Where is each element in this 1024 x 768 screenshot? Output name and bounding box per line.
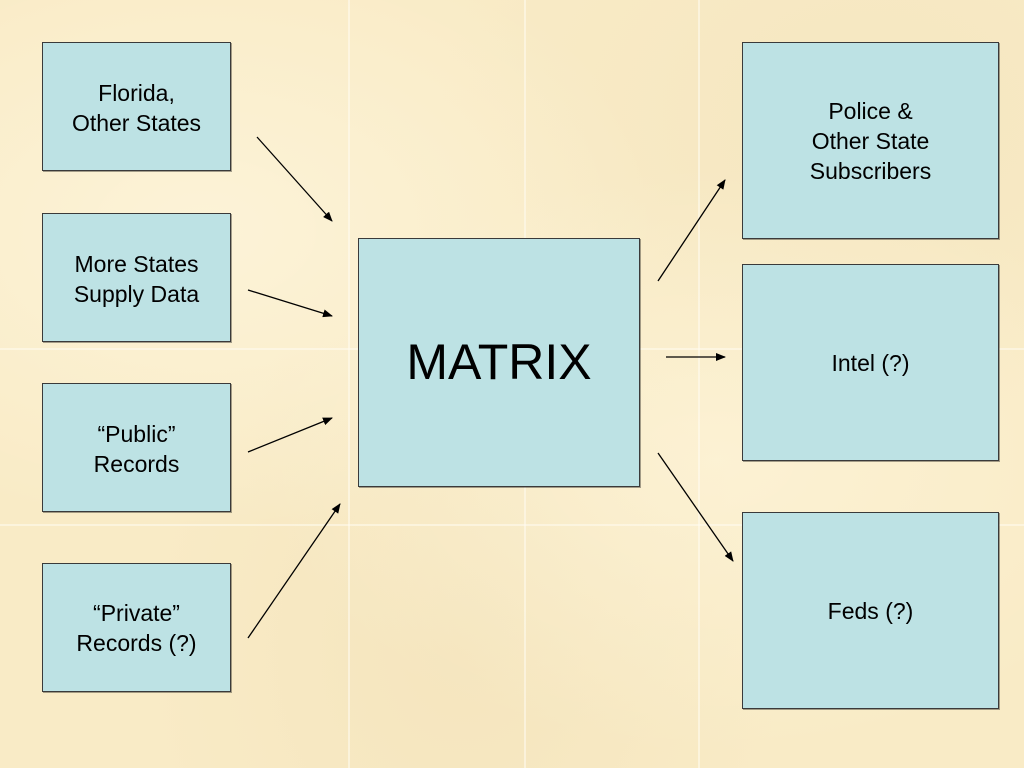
destination-label: Intel (?) xyxy=(831,350,910,376)
arrow-matrix-to-feds xyxy=(657,452,734,562)
matrix-label: MATRIX xyxy=(406,334,592,390)
source-box-public-records: “Public” Records xyxy=(42,383,231,512)
background-seam xyxy=(698,0,700,768)
destination-label: Feds (?) xyxy=(827,598,914,624)
source-box-more-states: More States Supply Data xyxy=(42,213,231,342)
source-label: More States Supply Data xyxy=(73,251,200,307)
source-label: “Public” Records xyxy=(93,421,180,477)
arrow-matrix-to-police xyxy=(657,179,726,282)
background-seam xyxy=(348,0,350,768)
source-label: Florida, Other States xyxy=(71,80,202,136)
arrow-florida-to-matrix xyxy=(256,136,333,222)
arrow-public-to-matrix xyxy=(247,417,333,453)
arrow-more-to-matrix xyxy=(247,289,333,318)
source-label: “Private” Records (?) xyxy=(76,600,197,656)
destination-box-police: Police & Other State Subscribers xyxy=(742,42,999,239)
source-box-private-records: “Private” Records (?) xyxy=(42,563,231,692)
background-seam xyxy=(0,524,1024,526)
destination-box-feds: Feds (?) xyxy=(742,512,999,709)
arrow-private-to-matrix xyxy=(247,503,341,639)
source-box-florida: Florida, Other States xyxy=(42,42,231,171)
destination-box-intel: Intel (?) xyxy=(742,264,999,461)
matrix-box: MATRIX xyxy=(358,238,640,487)
destination-label: Police & Other State Subscribers xyxy=(809,98,932,184)
